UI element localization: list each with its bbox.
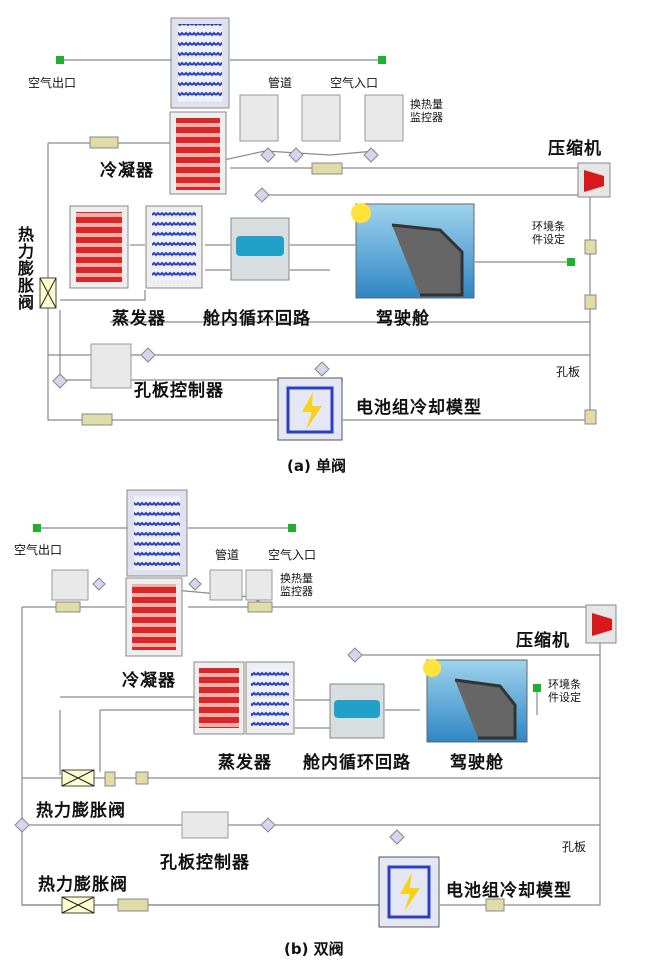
b-env-settings-label: 环境条 件设定: [548, 678, 581, 704]
a-air-inlet-label: 空气入口: [330, 76, 379, 90]
a-env-settings-label: 环境条 件设定: [532, 220, 565, 246]
b-cockpit-label: 驾驶舱: [450, 753, 504, 773]
b-heat-monitor-line2: 监控器: [280, 585, 313, 598]
a-heat-monitor-label: 换热量 监控器: [410, 98, 443, 124]
a-heat-monitor-line2: 监控器: [410, 111, 443, 124]
a-compressor-label: 压缩机: [548, 139, 602, 159]
b-compressor-label: 压缩机: [516, 631, 570, 651]
a-cabin-loop-label: 舱内循环回路: [203, 309, 311, 329]
a-env-line2: 件设定: [532, 233, 565, 246]
a-evaporator-label: 蒸发器: [112, 309, 166, 329]
caption-b: (b) 双阀: [284, 940, 344, 958]
b-expansion-valve-2-label: 热力膨胀阀: [38, 875, 128, 895]
a-heat-monitor-line1: 换热量: [410, 98, 443, 111]
a-air-outlet-label: 空气出口: [28, 76, 77, 90]
a-pipe-label: 管道: [268, 76, 293, 90]
b-heat-monitor-label: 换热量 监控器: [280, 572, 313, 598]
diagram-b-components: [14, 489, 617, 928]
diagram-a-components: [39, 17, 611, 441]
diagram-b: [21, 527, 601, 906]
b-air-outlet-label: 空气出口: [14, 543, 63, 557]
a-env-line1: 环境条: [532, 220, 565, 233]
b-condenser-label: 冷凝器: [122, 671, 176, 691]
b-env-line2: 件设定: [548, 691, 581, 704]
b-orifice-label: 孔板: [562, 840, 587, 854]
a-battery-cooling-label: 电池组冷却模型: [356, 398, 482, 418]
a-condenser-label: 冷凝器: [100, 161, 154, 181]
b-evaporator-label: 蒸发器: [218, 753, 272, 773]
b-expansion-valve-1-label: 热力膨胀阀: [36, 801, 126, 821]
b-pipe-label: 管道: [215, 548, 240, 562]
a-orifice-controller-label: 孔板控制器: [134, 381, 224, 401]
a-expansion-valve-label: 热力膨胀阀: [15, 226, 34, 311]
caption-a: (a) 单阀: [287, 457, 347, 475]
a-orifice-label: 孔板: [556, 365, 581, 379]
b-env-line1: 环境条: [548, 678, 581, 691]
b-air-inlet-label: 空气入口: [268, 548, 317, 562]
b-cabin-loop-label: 舱内循环回路: [303, 753, 411, 773]
b-battery-cooling-label: 电池组冷却模型: [446, 881, 572, 901]
a-cockpit-label: 驾驶舱: [376, 309, 430, 329]
b-orifice-controller-label: 孔板控制器: [160, 853, 250, 873]
b-heat-monitor-line1: 换热量: [280, 572, 313, 585]
